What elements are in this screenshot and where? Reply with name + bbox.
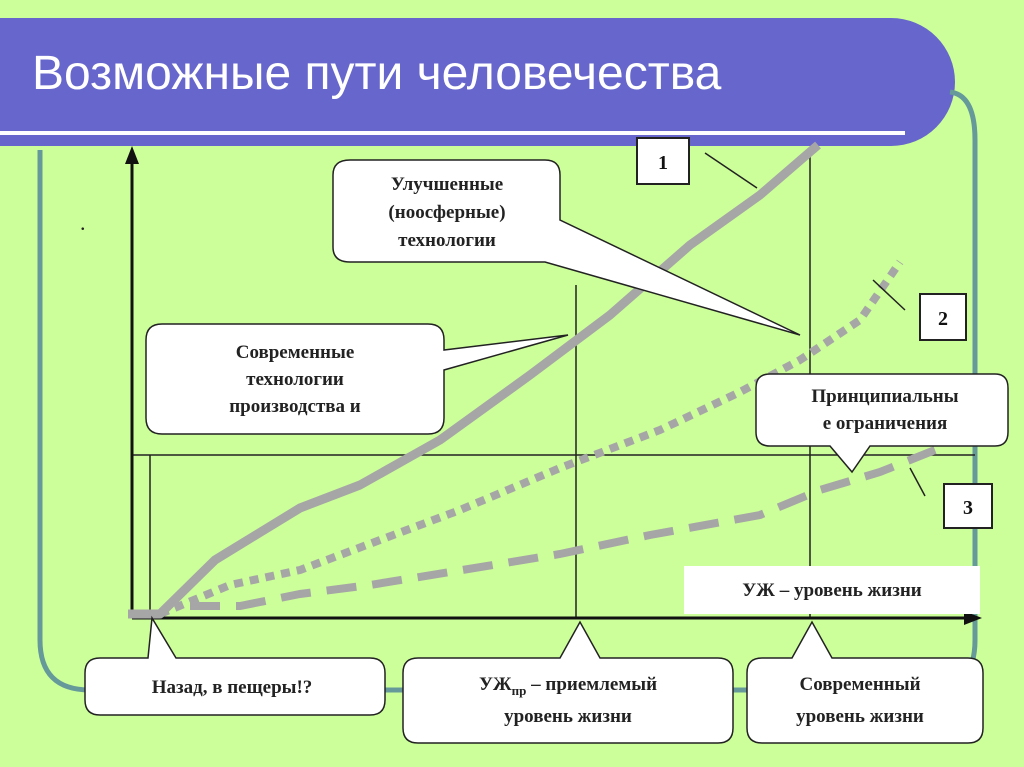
stray-dot: . — [80, 210, 86, 235]
acceptable-level-line-1: УЖпр – приемлемый — [479, 674, 657, 698]
marker-3-leader — [909, 467, 926, 497]
callout-improved-tech: Улучшенные (ноосферные) технологии — [332, 159, 801, 336]
current-level-line-2: уровень жизни — [796, 706, 924, 727]
svg-text:1: 1 — [658, 152, 668, 174]
limits-line-2: е ограничения — [823, 413, 948, 434]
title-underline — [0, 131, 905, 135]
callout-acceptable-level: УЖпр – приемлемый уровень жизни — [402, 620, 734, 744]
title-bar — [0, 18, 955, 146]
marker-2-leader — [872, 279, 906, 311]
callout-current-level: Современный уровень жизни — [746, 620, 984, 744]
slide-title: Возможные пути человечества — [32, 47, 722, 100]
marker-1: 1 — [636, 137, 690, 185]
limits-line-1: Принципиальны — [811, 386, 958, 407]
callout-limits: Принципиальны е ограничения — [755, 373, 1009, 474]
caves-label: Назад, в пещеры!? — [152, 677, 313, 698]
marker-1-leader — [704, 152, 758, 189]
callout-caves: Назад, в пещеры!? — [84, 615, 386, 716]
modern-tech-line-3: производства и — [229, 396, 361, 417]
marker-3: 3 — [943, 483, 993, 529]
path-1-line — [128, 141, 821, 619]
improved-line-1: Улучшенные — [391, 174, 503, 195]
callout-modern-tech: Современные технологии производства и — [145, 323, 569, 435]
x-axis-arrow — [964, 611, 982, 625]
svg-text:2: 2 — [938, 308, 948, 330]
improved-line-2: (ноосферные) — [388, 202, 505, 223]
current-level-line-1: Современный — [799, 674, 920, 695]
y-axis-arrow — [125, 146, 139, 164]
modern-tech-line-2: технологии — [246, 369, 344, 390]
x-axis-label-box: УЖ – уровень жизни — [684, 566, 980, 614]
marker-2: 2 — [919, 293, 967, 341]
path-3-line — [190, 446, 937, 610]
x-axis-label: УЖ – уровень жизни — [742, 580, 922, 601]
improved-line-3: технологии — [398, 230, 496, 251]
modern-tech-line-1: Современные — [236, 342, 355, 363]
svg-text:3: 3 — [963, 497, 973, 519]
acceptable-level-line-2: уровень жизни — [504, 706, 632, 727]
